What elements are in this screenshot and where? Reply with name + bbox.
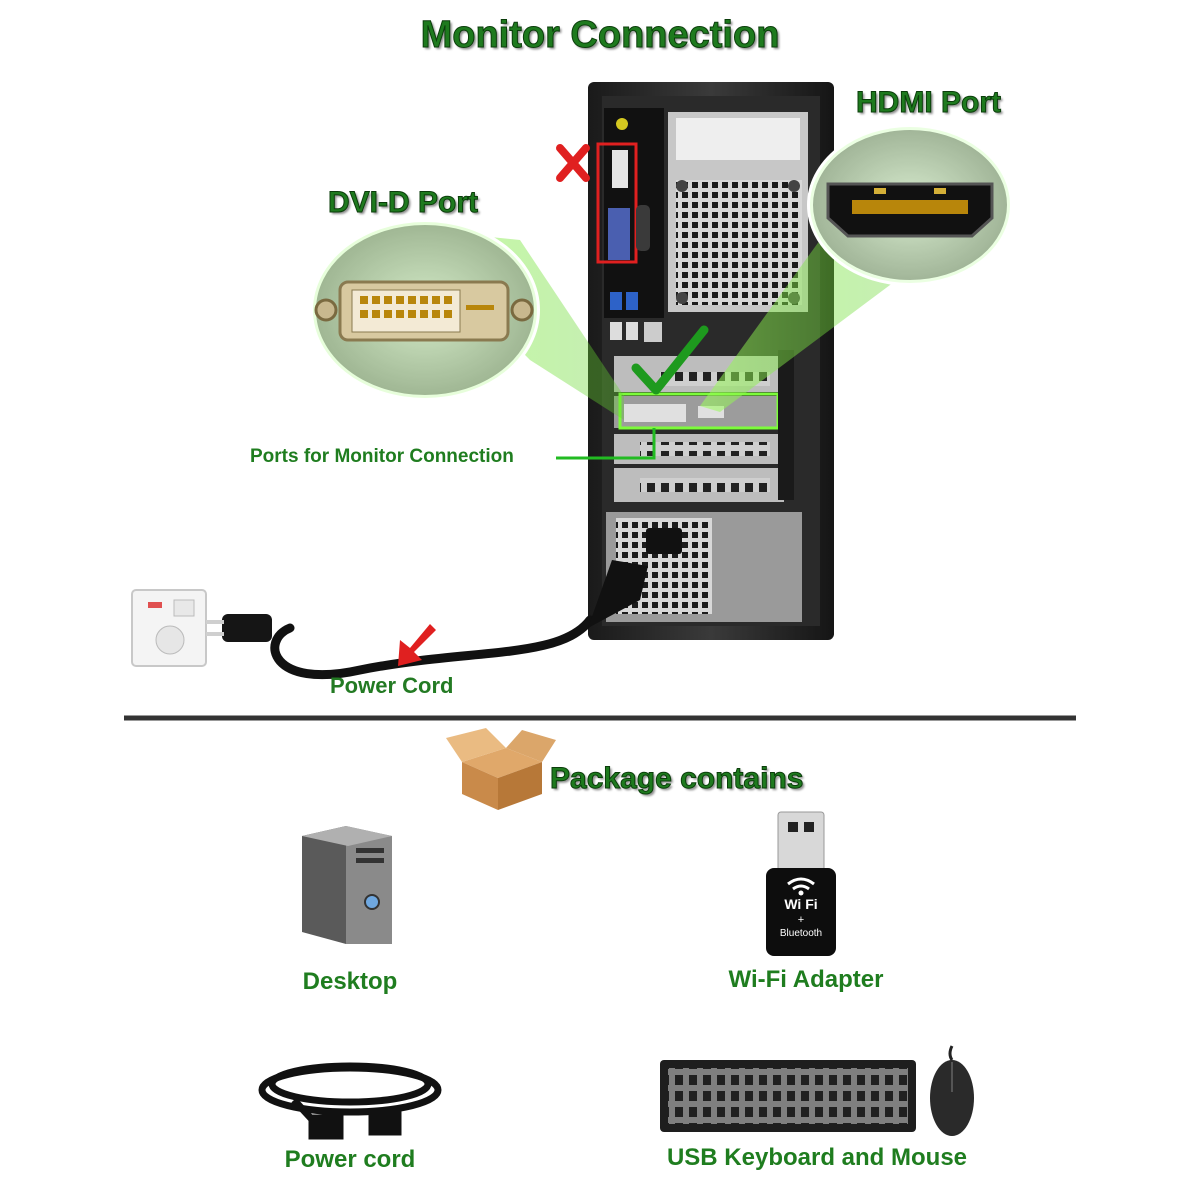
item-label-wifi-adapter: Wi-Fi Adapter — [728, 966, 884, 993]
wifi-adapter-icon — [766, 811, 836, 956]
package-box-icon — [446, 728, 556, 810]
page-title: Monitor Connection — [420, 14, 780, 57]
item-label-keyboard-mouse: USB Keyboard and Mouse — [666, 1144, 968, 1171]
tower-rear-panel — [588, 82, 834, 640]
check-mark-icon — [631, 325, 709, 395]
package-title: Package contains — [549, 762, 804, 796]
dvi-port-label: DVI-D Port — [328, 186, 479, 220]
ports-label: Ports for Monitor Connection — [250, 446, 514, 467]
hdmi-highlight-beam — [700, 240, 910, 412]
adapter-plus-text: + — [797, 914, 805, 926]
dvi-port-zoom — [310, 219, 540, 401]
ports-label-connector — [556, 428, 656, 460]
desktop-tower-icon — [302, 826, 392, 944]
power-cord-coil-icon — [258, 1062, 442, 1140]
item-label-power-cord: Power cord — [284, 1146, 416, 1173]
hdmi-port-label: HDMI Port — [856, 86, 1002, 120]
power-cord-illustration — [206, 560, 648, 680]
wall-socket-icon — [131, 589, 207, 667]
keyboard-mouse-icon — [660, 1045, 974, 1136]
arrow-icon — [398, 624, 436, 666]
adapter-bluetooth-text: Bluetooth — [779, 928, 823, 939]
cross-mark-icon — [556, 144, 590, 182]
hdmi-port-zoom — [807, 124, 1013, 286]
adapter-wifi-text: Wi Fi — [784, 896, 818, 912]
item-label-desktop: Desktop — [302, 968, 398, 995]
power-cord-label: Power Cord — [330, 673, 454, 698]
